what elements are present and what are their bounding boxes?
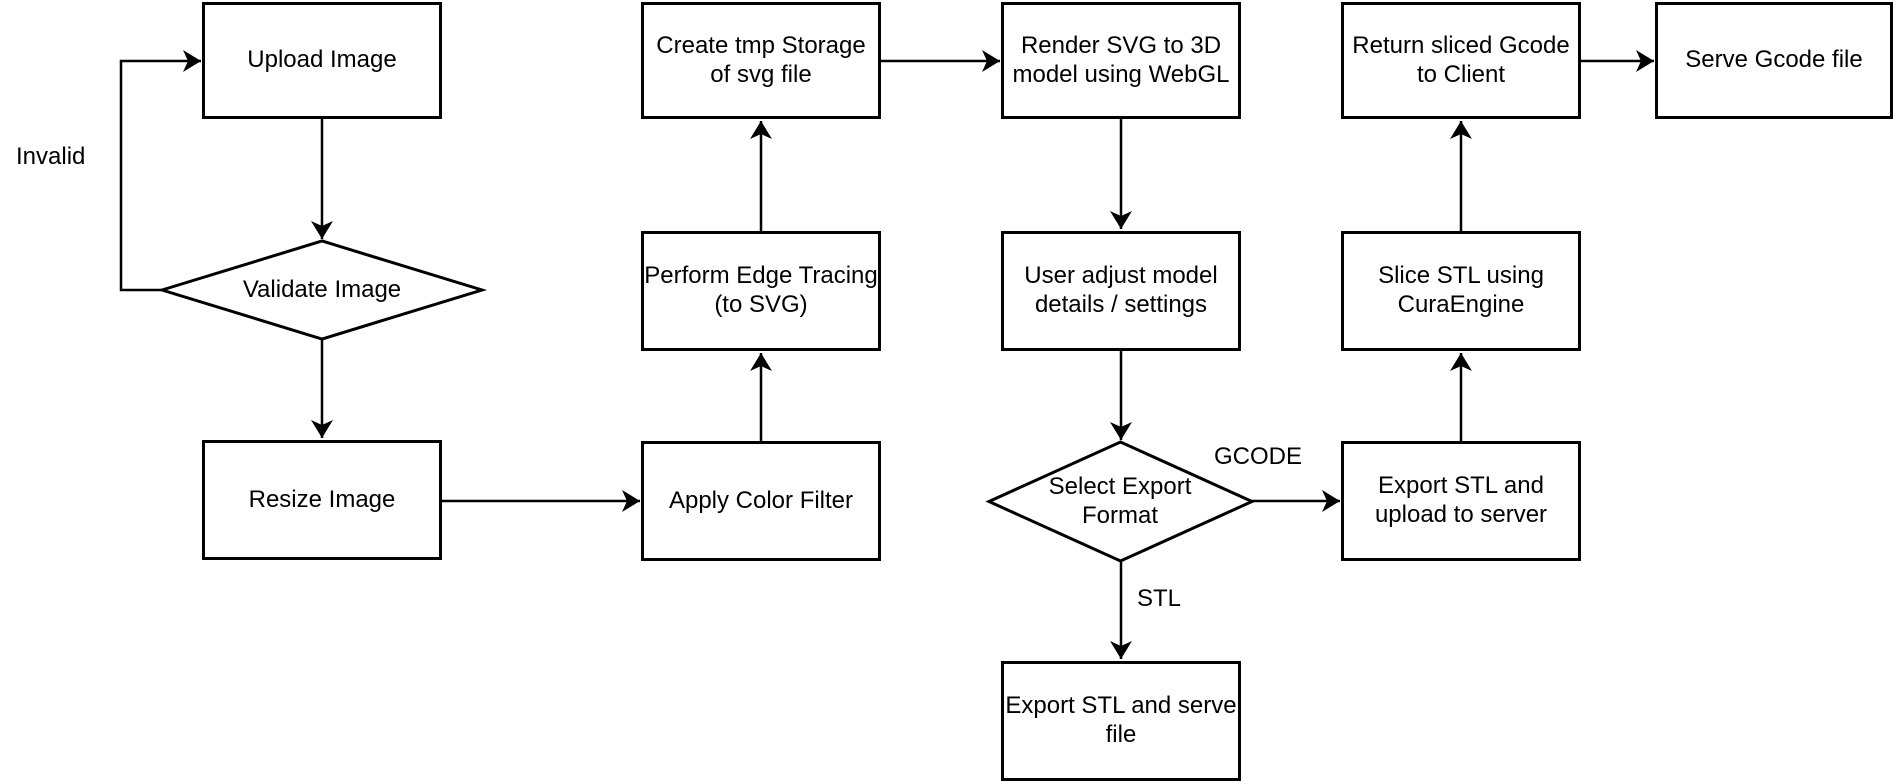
node-serve-gcode-file: Serve Gcode file	[1655, 2, 1893, 119]
node-user-adjust-model: User adjust model details / settings	[1001, 231, 1241, 351]
node-select-export-format-label: Select Export Format	[1048, 473, 1192, 529]
node-resize-image: Resize Image	[202, 440, 442, 560]
edge-label-stl: STL	[1137, 585, 1182, 612]
node-return-sliced-gcode-label: Return sliced Gcode to Client	[1352, 31, 1570, 88]
node-resize-image-label: Resize Image	[248, 485, 396, 513]
node-render-svg-to-3d-label: Render SVG to 3D model using WebGL	[1012, 31, 1230, 88]
node-upload-image-label: Upload Image	[247, 46, 397, 74]
node-create-tmp-storage-label: Create tmp Storage of svg file	[656, 31, 866, 88]
node-slice-stl: Slice STL using CuraEngine	[1341, 231, 1581, 351]
node-create-tmp-storage: Create tmp Storage of svg file	[641, 2, 881, 119]
node-export-stl-upload: Export STL and upload to server	[1341, 441, 1581, 561]
edge-label-gcode: GCODE	[1214, 443, 1303, 470]
node-export-stl-serve: Export STL and serve file	[1001, 661, 1241, 781]
node-perform-edge-tracing: Perform Edge Tracing (to SVG)	[641, 231, 881, 351]
node-validate-image-shape	[156, 239, 488, 341]
edge-validate-invalid-loop-to-upload	[119, 50, 201, 292]
node-slice-stl-label: Slice STL using CuraEngine	[1378, 262, 1544, 318]
node-select-export-format-shape	[985, 440, 1256, 563]
node-export-stl-upload-label: Export STL and upload to server	[1374, 472, 1548, 528]
node-apply-color-filter: Apply Color Filter	[641, 441, 881, 561]
edge-label-invalid: Invalid	[16, 143, 86, 170]
node-render-svg-to-3d: Render SVG to 3D model using WebGL	[1001, 2, 1241, 119]
node-return-sliced-gcode: Return sliced Gcode to Client	[1341, 2, 1581, 119]
node-apply-color-filter-label: Apply Color Filter	[668, 486, 854, 514]
node-user-adjust-model-label: User adjust model details / settings	[1024, 262, 1218, 318]
node-serve-gcode-file-label: Serve Gcode file	[1685, 46, 1863, 74]
node-export-stl-serve-label: Export STL and serve file	[1005, 692, 1237, 748]
node-upload-image: Upload Image	[202, 2, 442, 119]
node-perform-edge-tracing-label: Perform Edge Tracing (to SVG)	[644, 262, 878, 318]
node-validate-image-label: Validate Image	[242, 276, 402, 303]
